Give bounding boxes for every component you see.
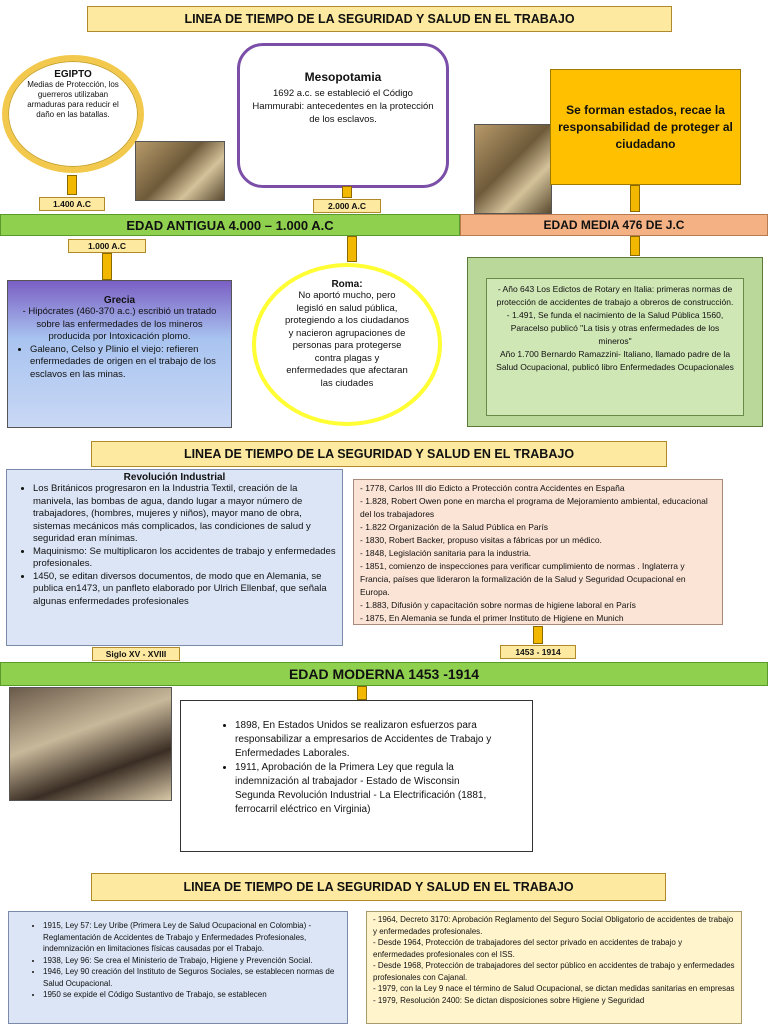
s2-right-item-4: - 1830, Robert Backer, propuso visitas a… — [360, 535, 602, 545]
media-item-1: - Año 643 Los Edictos de Rotary en Itali… — [496, 284, 734, 307]
egipto-date: 1.400 A.C — [39, 197, 105, 211]
s2-right-item-5: - 1848, Legislación sanitaria para la in… — [360, 548, 532, 558]
mesopotamia-date: 2.000 A.C — [313, 199, 381, 213]
mesopotamia-text: 1692 a.c. se estableció el Código Hammur… — [252, 88, 434, 125]
estados-stem — [630, 185, 640, 212]
media-item-3: Año 1.700 Bernardo Ramazzini- Italiano, … — [496, 349, 734, 372]
edad-media-bar: EDAD MEDIA 476 DE J.C — [460, 214, 768, 236]
colombia-right-box: - 1964, Decreto 3170: Aprobación Reglame… — [366, 911, 742, 1024]
s3-right-item-4: - 1979, con la Ley 9 nace el término de … — [373, 984, 735, 993]
section2-title: LINEA DE TIEMPO DE LA SEGURIDAD Y SALUD … — [91, 441, 667, 467]
media-stem — [630, 236, 640, 256]
s3-left-item-4: 1950 se expide el Código Sustantivo de T… — [43, 989, 339, 1001]
edad-antigua-bar: EDAD ANTIGUA 4.000 – 1.000 A.C — [0, 214, 460, 236]
revolucion-box: Revolución Industrial Los Británicos pro… — [6, 469, 343, 646]
roma-title: Roma: — [331, 279, 363, 290]
s2-right-stem — [533, 626, 543, 644]
s2-right-item-7: - 1.883, Difusión y capacitación sobre n… — [360, 600, 636, 610]
roma-text: No aportó mucho, pero legisló en salud p… — [284, 290, 410, 389]
moderna-item-1: 1898, En Estados Unidos se realizaron es… — [235, 719, 492, 761]
medieval-image — [474, 124, 552, 214]
moderna-box: 1898, En Estados Unidos se realizaron es… — [180, 700, 533, 852]
revolucion-date: Siglo XV - XVIII — [92, 647, 180, 661]
revolucion-item-1: Los Británicos progresaron en la Industr… — [33, 483, 336, 546]
media-item-2: - 1.491, Se funda el nacimiento de la Sa… — [506, 310, 724, 346]
s3-left-item-1: 1915, Ley 57: Ley Uribe (Primera Ley de … — [43, 920, 339, 955]
s2-right-item-3: - 1.822 Organización de la Salud Pública… — [360, 522, 549, 532]
egipto-text: Medias de Protección, los guerreros util… — [27, 80, 119, 119]
s2-right-item-1: - 1778, Carlos III dio Edicto a Protecci… — [360, 483, 625, 493]
s2-right-date: 1453 - 1914 — [500, 645, 576, 659]
mesopotamia-title: Mesopotamia — [304, 70, 382, 84]
s3-right-item-1: - 1964, Decreto 3170: Aprobación Reglame… — [373, 915, 734, 936]
roma-oval: Roma: No aportó mucho, pero legisló en s… — [252, 263, 442, 426]
edad-media-box: - Año 643 Los Edictos de Rotary en Itali… — [467, 257, 763, 427]
right-box-section2: - 1778, Carlos III dio Edicto a Protecci… — [353, 479, 723, 625]
revolucion-item-3: 1450, se editan diversos documentos, de … — [33, 571, 336, 609]
mesopotamia-box: Mesopotamia 1692 a.c. se estableció el C… — [237, 43, 449, 188]
mesopotamia-stem — [342, 186, 352, 198]
grecia-item-1: - Hipócrates (460-370 a.c.) escribió un … — [22, 306, 217, 342]
revolucion-title: Revolución Industrial — [123, 472, 226, 483]
grecia-box: Grecia - Hipócrates (460-370 a.c.) escri… — [7, 280, 232, 428]
estados-box: Se forman estados, recae la responsabili… — [550, 69, 741, 185]
moderna-item-2: 1911, Aprobación de la Primera Ley que r… — [235, 761, 492, 817]
colombia-left-box: 1915, Ley 57: Ley Uribe (Primera Ley de … — [8, 911, 348, 1024]
grecia-date: 1.000 A.C — [68, 239, 146, 253]
grecia-item-2: Galeano, Celso y Plinio el viejo: refier… — [30, 344, 223, 382]
s3-left-item-3: 1946, Ley 90 creación del Instituto de S… — [43, 966, 339, 989]
s3-right-item-2: - Desde 1964, Protección de trabajadores… — [373, 938, 683, 959]
egipto-oval: EGIPTO Medias de Protección, los guerrer… — [2, 55, 144, 173]
revolucion-item-2: Maquinismo: Se multiplicaron los acciden… — [33, 546, 336, 571]
s3-left-item-2: 1938, Ley 96: Se crea el Ministerio de T… — [43, 955, 339, 967]
egipto-image — [135, 141, 225, 201]
factory-image — [9, 687, 172, 801]
section3-title: LINEA DE TIEMPO DE LA SEGURIDAD Y SALUD … — [91, 873, 666, 901]
s2-right-item-8: - 1875, En Alemania se funda el primer I… — [360, 613, 624, 623]
roma-stem — [347, 236, 357, 262]
s3-right-item-3: - Desde 1968, Protección de trabajadores… — [373, 961, 735, 982]
s2-right-item-2: - 1.828, Robert Owen pone en marcha el p… — [360, 496, 708, 519]
s3-right-item-5: - 1979, Resolución 2400: Se dictan dispo… — [373, 995, 645, 1005]
egipto-title: EGIPTO — [54, 69, 92, 80]
moderna-stem — [357, 686, 367, 700]
grecia-title: Grecia — [103, 295, 136, 306]
egipto-stem — [67, 175, 77, 195]
s2-right-item-6: - 1851, comienzo de inspecciones para ve… — [360, 561, 686, 597]
edad-moderna-bar: EDAD MODERNA 1453 -1914 — [0, 662, 768, 686]
estados-text: Se forman estados, recae la responsabili… — [558, 102, 733, 151]
grecia-stem — [102, 253, 112, 280]
section1-title: LINEA DE TIEMPO DE LA SEGURIDAD Y SALUD … — [87, 6, 672, 32]
